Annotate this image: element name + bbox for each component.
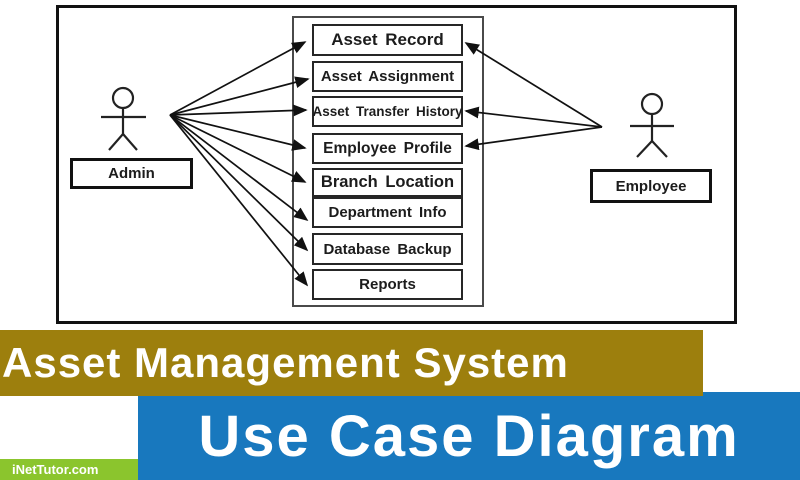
diagram-type-title: Use Case Diagram <box>198 403 740 469</box>
usecase-label: Department Info <box>328 204 447 221</box>
usecase-label: Asset Record <box>331 30 444 49</box>
usecase-asset-assignment: Asset Assignment <box>312 61 463 92</box>
usecase-asset-record: Asset Record <box>312 24 463 56</box>
usecase-label: Employee Profile <box>323 139 452 157</box>
usecase-asset-transfer-history: Asset Transfer History <box>312 96 463 127</box>
diagram-type-banner: Use Case Diagram <box>138 392 800 480</box>
watermark-strip: iNetTutor.com <box>0 459 138 480</box>
usecase-label: Asset Assignment <box>320 68 455 85</box>
usecase-label: Database Backup <box>323 240 452 258</box>
actor-name: Admin <box>108 165 155 182</box>
actor-label-admin: Admin <box>70 158 193 189</box>
system-title: Asset Management System <box>2 339 569 386</box>
usecase-database-backup: Database Backup <box>312 233 463 265</box>
actor-name: Employee <box>615 177 687 195</box>
usecase-label: Reports <box>359 276 416 293</box>
usecase-label: Asset Transfer History <box>312 104 463 119</box>
usecase-label: Branch Location <box>320 173 455 191</box>
system-title-banner: Asset Management System <box>0 330 703 396</box>
usecase-department-info: Department Info <box>312 197 463 228</box>
actor-label-employee: Employee <box>590 169 712 203</box>
watermark-text: iNetTutor.com <box>12 462 99 477</box>
usecase-reports: Reports <box>312 269 463 300</box>
usecase-branch-location: Branch Location <box>312 168 463 197</box>
usecase-employee-profile: Employee Profile <box>312 133 463 164</box>
